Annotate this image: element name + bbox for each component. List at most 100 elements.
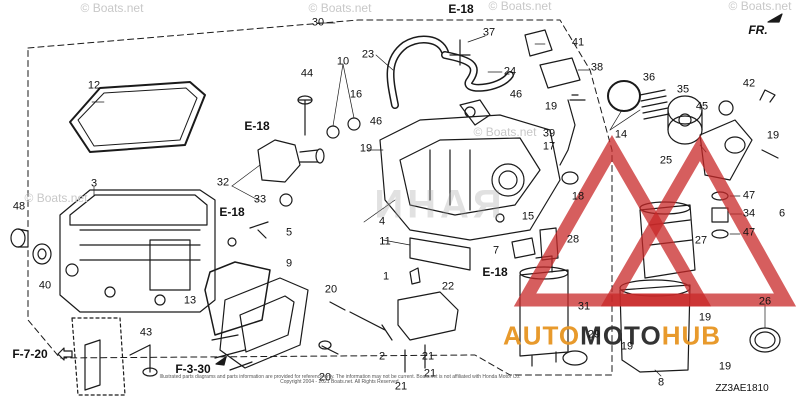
part-label: 29: [587, 328, 601, 341]
watermark-text: © Boats.net: [24, 191, 88, 205]
ref-e18-left: E-18: [244, 119, 270, 133]
connector-7: [511, 237, 536, 259]
pressure-regulator-32: [257, 139, 325, 183]
bolt-44: [297, 99, 313, 136]
part-label: 9: [285, 257, 293, 270]
part-label: 37: [482, 26, 496, 39]
watermark-big-text: ИНАЯ: [374, 182, 506, 227]
part-label: 23: [361, 48, 375, 61]
ref-f-7-20: F-7-20: [12, 347, 48, 361]
washer-16: [347, 117, 361, 131]
bracket-plate: [71, 317, 158, 396]
direction-label: FR.: [748, 23, 768, 37]
chamber-body-3: [59, 189, 216, 313]
part-label: 36: [642, 71, 656, 84]
joint-37: [449, 39, 471, 66]
watermark-text: © Boats.net: [80, 1, 144, 15]
part-label: 22: [441, 280, 455, 293]
washer-45: [718, 100, 734, 116]
part-label: 47: [742, 226, 756, 239]
gasket-13: [204, 261, 271, 336]
screw-19-right: [761, 149, 779, 159]
part-label: 44: [300, 67, 314, 80]
part-label: 20: [318, 371, 332, 384]
clip-41: [524, 29, 553, 57]
part-label: 41: [571, 36, 585, 49]
part-label: 21: [394, 380, 408, 393]
part-label: 21: [421, 350, 435, 363]
washer-10: [326, 125, 340, 139]
automotohub-logo-text: AUTOMOTOHUB: [502, 320, 722, 351]
part-label: 18: [571, 190, 585, 203]
ref-e18-bottom: E-18: [482, 265, 508, 279]
part-label: 30: [311, 16, 325, 29]
part-label: 25: [659, 154, 673, 167]
part-label: 24: [503, 65, 517, 78]
seal-29-ring: [562, 350, 588, 366]
part-label: 35: [676, 83, 690, 96]
assembly-border: [27, 19, 613, 376]
part-label: 8: [657, 376, 665, 389]
wire-39: [559, 99, 576, 166]
part-label: 48: [12, 200, 26, 213]
part-label: 34: [742, 207, 756, 220]
part-label: 19: [766, 129, 780, 142]
part-label: 1: [382, 270, 390, 283]
part-label: 3: [90, 177, 98, 190]
bracket-11: [409, 237, 471, 271]
collar-34: [711, 207, 729, 223]
part-label: 20: [324, 283, 338, 296]
screw-42: [759, 89, 776, 103]
seal-47-bottom: [711, 229, 729, 239]
part-label: 32: [216, 176, 230, 189]
part-label: 31: [577, 300, 591, 313]
part-label: 42: [742, 77, 756, 90]
part-label: 19: [698, 311, 712, 324]
part-label: 33: [253, 193, 267, 206]
connector-38: [539, 57, 581, 89]
part-label: 19: [359, 142, 373, 155]
watermark-text: © Boats.net: [728, 0, 792, 13]
ref-e18-mid: E-18: [219, 205, 245, 219]
screw-5: [249, 221, 269, 239]
part-label: 21: [423, 367, 437, 380]
footer-copyright: Copyright 2004 - 2021 Boats.net. All Rig…: [280, 379, 400, 385]
o-ring-15: [495, 213, 505, 223]
automotohub-logo-triangles: [513, 134, 797, 307]
part-label: 6: [778, 207, 786, 220]
o-ring-33: [279, 193, 293, 207]
part-label: 13: [183, 294, 197, 307]
part-label: 19: [620, 340, 634, 353]
spring-36: [639, 89, 670, 120]
gasket-12: [69, 81, 206, 153]
rod-2: [349, 311, 393, 341]
part-label: 10: [336, 55, 350, 68]
part-label: 38: [590, 61, 604, 74]
connector-1: [409, 267, 421, 285]
harness-box: [397, 291, 459, 341]
ref-e18-top: E-18: [448, 2, 474, 16]
right-arrow-icon: [215, 356, 227, 366]
main-body-4: [379, 99, 561, 241]
part-label: 46: [509, 88, 523, 101]
bolts-20: [321, 301, 346, 355]
part-label: 46: [369, 115, 383, 128]
forward-arrow-icon: [767, 13, 783, 23]
filter-35: [667, 95, 703, 145]
part-label: 15: [521, 210, 535, 223]
o-ring-14: [607, 80, 641, 112]
filter-28: [539, 227, 559, 261]
watermark-text: © Boats.net: [488, 0, 552, 13]
part-label: 26: [758, 295, 772, 308]
bolt-21: [404, 344, 426, 373]
part-label: 17: [542, 140, 556, 153]
part-label: 7: [492, 244, 500, 257]
part-label: 27: [694, 234, 708, 247]
part-label: 16: [349, 88, 363, 101]
part-label: 4: [378, 215, 386, 228]
cover-9: [211, 277, 309, 371]
watermark-text: © Boats.net: [308, 1, 372, 15]
watermark-text: © Boats.net: [473, 125, 537, 139]
plug-48: [10, 228, 29, 248]
